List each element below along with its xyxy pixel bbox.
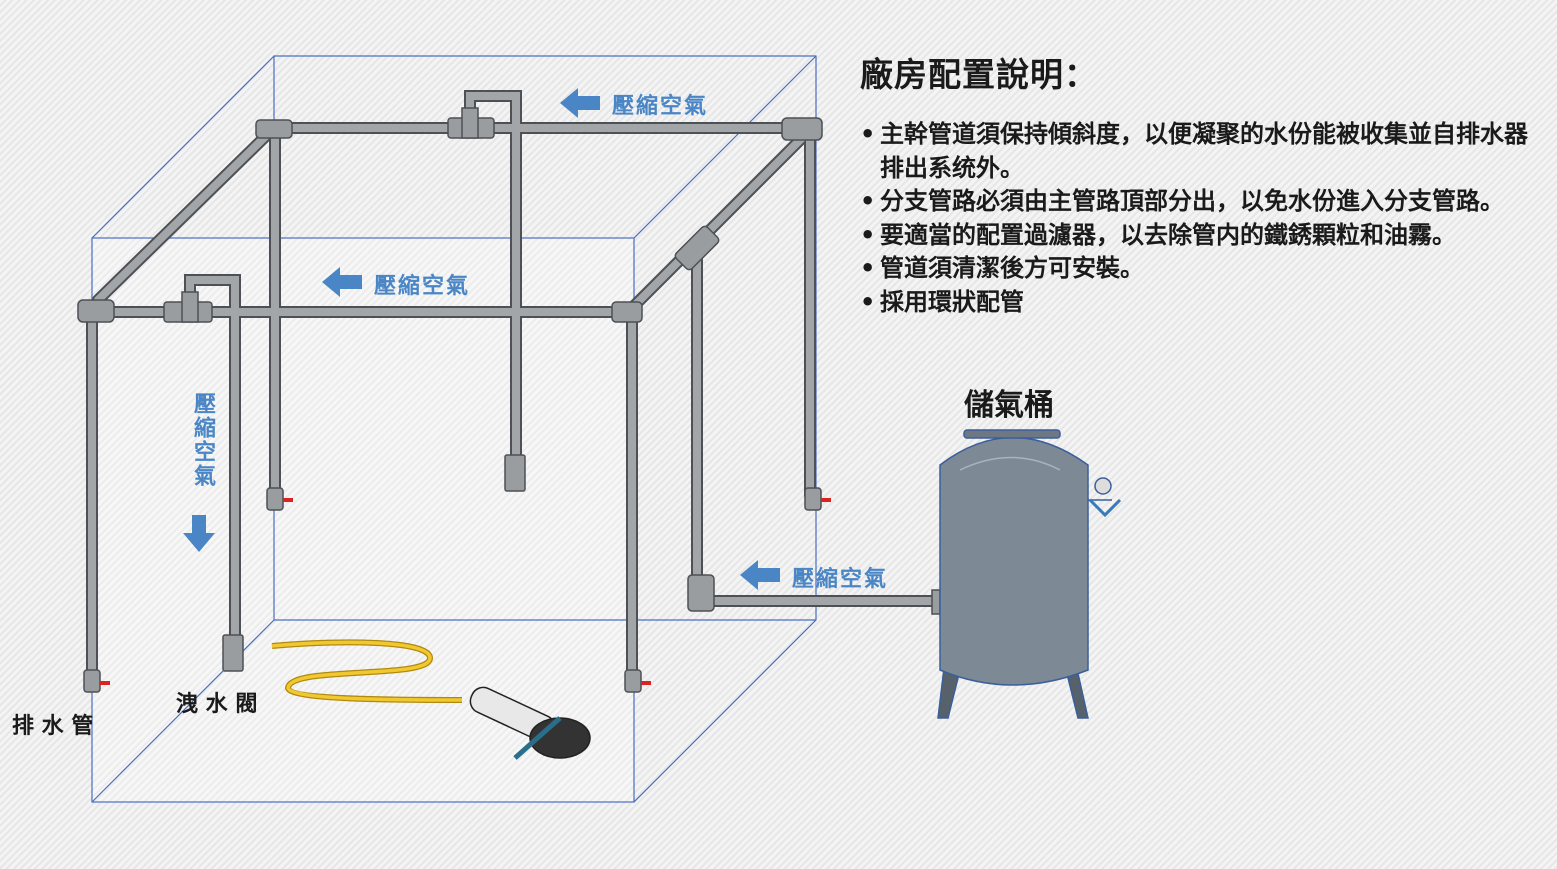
drain-pipe-label: 排 水 管	[12, 714, 94, 739]
flow-label-front: 壓縮空氣	[374, 274, 471, 299]
note-item: 管道須清潔後方可安裝。	[860, 252, 1535, 286]
arrow-down-icon	[183, 515, 215, 552]
air-tank-icon	[937, 429, 1122, 719]
drain-valves	[100, 498, 831, 685]
pipe-fittings	[77, 107, 941, 693]
note-item: 要適當的配置過濾器，以去除管内的鐵銹顆粒和油霧。	[860, 219, 1557, 253]
flow-label-vertical: 壓縮空氣	[190, 392, 215, 488]
flow-arrows	[183, 88, 780, 590]
flow-label-top: 壓縮空氣	[612, 94, 709, 119]
arrow-left-icon	[322, 267, 362, 297]
note-item: 分支管路必須由主管路頂部分出，以免水份進入分支管路。	[860, 185, 1535, 219]
note-item: 主幹管道須保持傾斜度，以便凝聚的水份能被收集並自排水器排出系统外。	[860, 118, 1535, 185]
room-outline	[91, 55, 817, 803]
drain-valve-label: 洩 水 閥	[176, 692, 258, 717]
arrow-left-icon	[560, 88, 600, 118]
flow-label-tank: 壓縮空氣	[792, 567, 889, 592]
notes-list: 主幹管道須保持傾斜度，以便凝聚的水份能被收集並自排水器排出系统外。 分支管路必須…	[860, 118, 1557, 319]
note-item: 採用環狀配管	[860, 286, 1535, 320]
tank-label: 儲氣桶	[964, 388, 1054, 423]
arrow-left-icon	[740, 560, 780, 590]
notes-title: 廠房配置說明：	[860, 55, 1098, 94]
angle-grinder-icon	[469, 686, 591, 760]
layout-notes: 廠房配置說明： 主幹管道須保持傾斜度，以便凝聚的水份能被收集並自排水器排出系统外…	[860, 48, 1557, 319]
